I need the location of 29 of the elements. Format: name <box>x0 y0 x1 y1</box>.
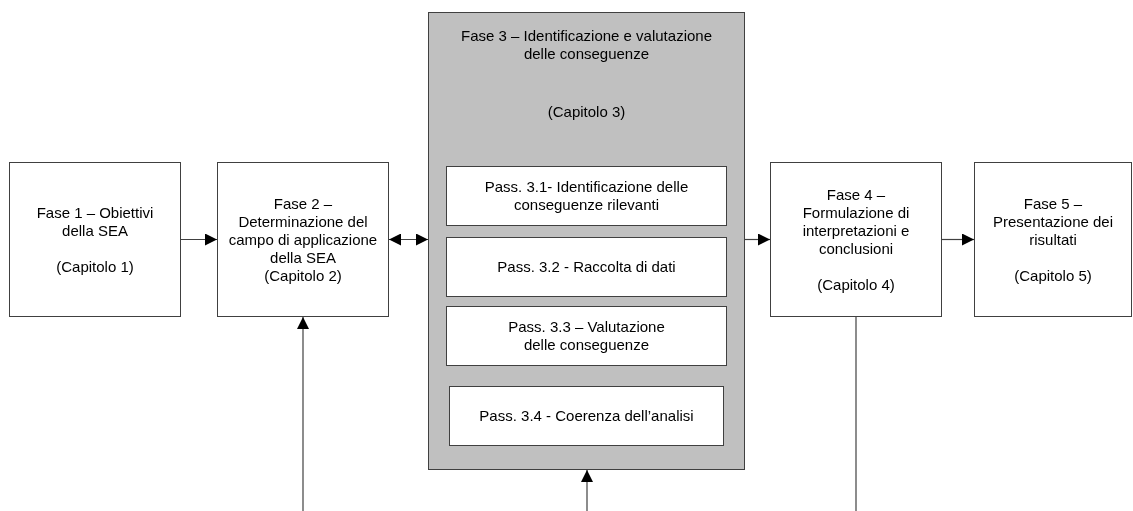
chapter-reference: (Capitolo 2) <box>264 266 342 285</box>
node-title: Pass. 3.1- Identificazione delle conseguenze rilevanti <box>483 178 690 214</box>
node-title: Pass. 3.2 - Raccolta di dati <box>497 258 676 276</box>
phase-panel <box>428 12 745 470</box>
chapter-reference: (Capitolo 3) <box>547 103 626 121</box>
arrow <box>581 469 593 511</box>
node-title: Fase 1 – Obiettivi della SEA <box>35 203 155 240</box>
chapter-reference: (Capitolo 4) <box>817 275 895 294</box>
arrow <box>941 233 975 246</box>
process-box <box>217 162 389 317</box>
node-title: Fase 4 – Formulazione di interpretazioni e conclusioni <box>801 185 911 258</box>
arrow <box>297 316 309 511</box>
arrow <box>388 233 429 246</box>
node-title: Pass. 3.4 - Coerenza dell’analisi <box>479 407 694 425</box>
process-box <box>770 162 942 317</box>
arrow <box>180 233 218 246</box>
step-box <box>446 237 727 297</box>
process-box <box>9 162 181 317</box>
step-box <box>449 386 724 446</box>
node-title: Fase 2 – Determinazione del campo di applicazione della SEA <box>227 194 379 267</box>
process-box <box>974 162 1132 317</box>
step-box <box>446 306 727 366</box>
node-title: Fase 5 – Presentazione dei risultati <box>991 194 1115 249</box>
arrow <box>744 233 771 246</box>
step-box <box>446 166 727 226</box>
chapter-reference: (Capitolo 5) <box>1014 266 1092 285</box>
node-title: Pass. 3.3 – Valutazione delle conseguenze <box>507 318 666 354</box>
chapter-reference: (Capitolo 1) <box>56 257 134 276</box>
node-title: Fase 3 – Identificazione e valutazione delle conseguenze <box>460 27 713 63</box>
